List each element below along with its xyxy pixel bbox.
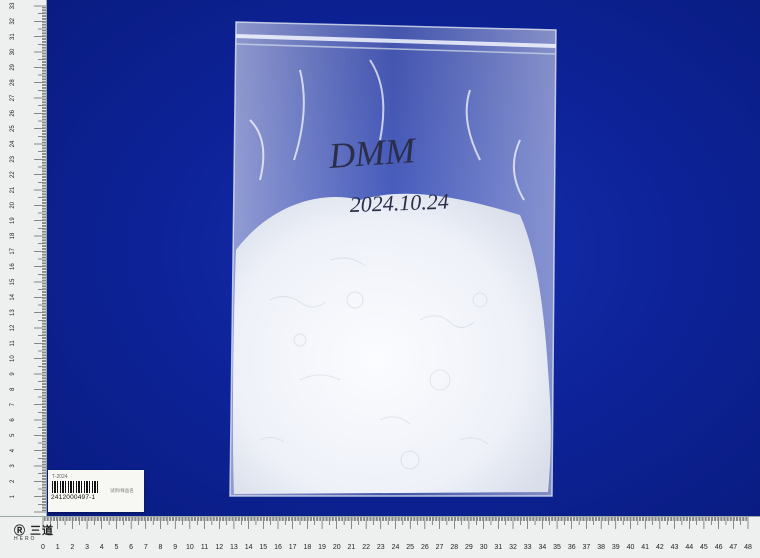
bottom-tick-label: 43 <box>671 544 679 551</box>
bottom-tick-label: 44 <box>685 544 693 551</box>
label-side-note: 试剂/样品名 <box>110 488 134 493</box>
powder-texture <box>259 257 489 470</box>
bottom-tick-label: 36 <box>568 544 576 551</box>
bottom-tick-label: 32 <box>509 544 517 551</box>
left-tick-label: 18 <box>10 232 16 239</box>
powder-mass <box>232 193 551 494</box>
bottom-tick-label: 6 <box>129 544 133 551</box>
bottom-tick-label: 3 <box>85 544 89 551</box>
bottom-tick-label: 37 <box>583 544 591 551</box>
left-tick-label: 5 <box>10 433 16 437</box>
bottom-tick-label: 22 <box>362 544 370 551</box>
bottom-tick-label: 13 <box>230 544 238 551</box>
left-tick-label: 12 <box>10 324 16 331</box>
label-small-text: T-2024 <box>52 474 68 480</box>
left-tick-label: 11 <box>10 340 16 347</box>
ruler-brand: Ⓡ 三道 <box>14 525 55 537</box>
left-tick-label: 20 <box>10 201 16 208</box>
left-tick-label: 33 <box>10 2 16 9</box>
bottom-tick-label: 35 <box>553 544 561 551</box>
left-tick-label: 17 <box>10 247 16 254</box>
left-tick-label: 6 <box>10 418 16 422</box>
bottom-tick-label: 21 <box>348 544 356 551</box>
zip-seal <box>235 34 557 48</box>
bottom-tick-label: 17 <box>289 544 297 551</box>
bottom-tick-label: 30 <box>480 544 488 551</box>
bottom-tick-label: 42 <box>656 544 664 551</box>
bottom-tick-label: 48 <box>744 544 752 551</box>
left-tick-label: 28 <box>10 79 16 86</box>
bottom-tick-label: 19 <box>318 544 326 551</box>
bottom-tick-label: 16 <box>274 544 282 551</box>
bottom-tick-label: 46 <box>715 544 723 551</box>
left-tick-label: 9 <box>10 372 16 376</box>
bottom-tick-label: 28 <box>450 544 458 551</box>
bottom-tick-label: 12 <box>215 544 223 551</box>
left-tick-label: 10 <box>10 355 16 362</box>
bottom-tick-label: 0 <box>41 544 45 551</box>
bottom-tick-label: 47 <box>729 544 737 551</box>
left-tick-label: 22 <box>10 171 16 178</box>
left-tick-label: 2 <box>10 479 16 483</box>
bottom-tick-label: 45 <box>700 544 708 551</box>
bottom-tick-label: 9 <box>173 544 177 551</box>
left-tick-label: 21 <box>10 186 16 193</box>
bottom-tick-label: 38 <box>597 544 605 551</box>
left-tick-label: 29 <box>10 63 16 70</box>
left-tick-label: 31 <box>10 33 16 40</box>
bottom-tick-label: 14 <box>245 544 253 551</box>
barcode-number: 2412000497-1 <box>51 494 96 501</box>
left-tick-label: 14 <box>10 293 16 300</box>
bottom-tick-label: 41 <box>641 544 649 551</box>
bottom-tick-label: 29 <box>465 544 473 551</box>
bottom-tick-label: 11 <box>201 544 208 551</box>
handwriting-line1: DMM <box>327 130 419 176</box>
left-tick-label: 3 <box>10 464 16 468</box>
ruler-brand-sub: HERO <box>14 536 37 542</box>
bottom-tick-label: 27 <box>436 544 444 551</box>
left-tick-label: 7 <box>10 402 16 406</box>
bottom-tick-label: 23 <box>377 544 385 551</box>
left-tick-label: 8 <box>10 387 16 391</box>
bottom-tick-label: 5 <box>114 544 118 551</box>
left-tick-label: 13 <box>10 309 16 316</box>
bottom-tick-label: 31 <box>494 544 502 551</box>
bottom-tick-label: 1 <box>56 544 60 551</box>
bottom-tick-label: 24 <box>392 544 400 551</box>
bottom-tick-label: 20 <box>333 544 341 551</box>
bottom-tick-label: 8 <box>159 544 163 551</box>
bag-wrinkles <box>249 59 525 201</box>
bottom-tick-label: 7 <box>144 544 148 551</box>
bottom-tick-label: 10 <box>186 544 194 551</box>
left-tick-label: 1 <box>10 494 16 498</box>
left-tick-label: 15 <box>10 278 16 285</box>
left-tick-label: 24 <box>10 140 16 147</box>
left-tick-label: 19 <box>10 217 16 224</box>
left-tick-label: 16 <box>10 263 16 270</box>
bottom-tick-label: 18 <box>303 544 311 551</box>
bottom-ruler <box>0 516 760 558</box>
bottom-tick-label: 2 <box>70 544 74 551</box>
bottom-tick-label: 25 <box>406 544 414 551</box>
left-tick-label: 32 <box>10 17 16 24</box>
bottom-tick-label: 33 <box>524 544 532 551</box>
left-tick-label: 27 <box>10 94 16 101</box>
left-tick-label: 30 <box>10 48 16 55</box>
bottom-tick-label: 4 <box>100 544 104 551</box>
bottom-tick-label: 40 <box>627 544 635 551</box>
bottom-tick-label: 34 <box>538 544 546 551</box>
left-tick-label: 23 <box>10 155 16 162</box>
handwriting-line2: 2024.10.24 <box>349 189 449 217</box>
barcode-icon <box>52 481 98 493</box>
left-tick-label: 25 <box>10 125 16 132</box>
left-tick-label: 26 <box>10 109 16 116</box>
bottom-tick-label: 39 <box>612 544 620 551</box>
left-tick-label: 4 <box>10 448 16 452</box>
bottom-tick-label: 15 <box>259 544 267 551</box>
left-ruler <box>0 0 47 522</box>
bottom-tick-label: 26 <box>421 544 429 551</box>
